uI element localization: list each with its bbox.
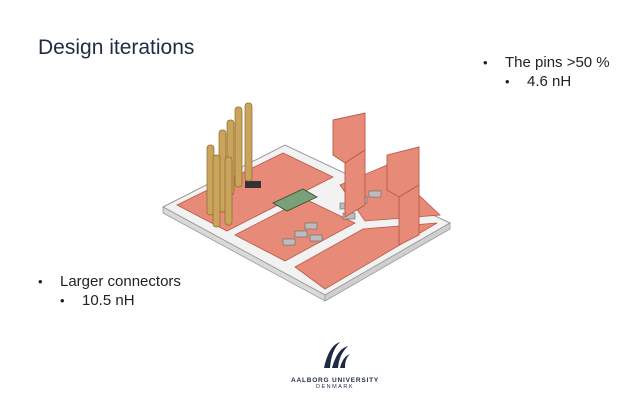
semiconductor-die (272, 188, 318, 212)
power-terminals (332, 112, 420, 246)
pins-bullet-list: The pins >50 % 4.6 nH (483, 53, 610, 91)
bullet-pins-inductance: 4.6 nH (505, 72, 610, 91)
bullet-pins: The pins >50 % (483, 53, 610, 72)
logo-university-name: AALBORG UNIVERSITY (290, 377, 380, 384)
connector-pins (206, 102, 253, 228)
aalborg-university-logo-icon (324, 342, 350, 368)
slide-title: Design iterations (38, 36, 195, 59)
substrate-edge-right (324, 222, 451, 302)
connectors-bullet-list: Larger connectors 10.5 nH (38, 272, 181, 310)
bullet-connectors-inductance: 10.5 nH (60, 291, 181, 310)
gate-driver-chip (245, 181, 261, 188)
bullet-connectors: Larger connectors (38, 272, 181, 291)
university-logo: AALBORG UNIVERSITY DENMARK (290, 340, 380, 400)
copper-pad-center (234, 198, 356, 262)
logo-country: DENMARK (315, 384, 354, 390)
power-module-render (161, 102, 452, 302)
